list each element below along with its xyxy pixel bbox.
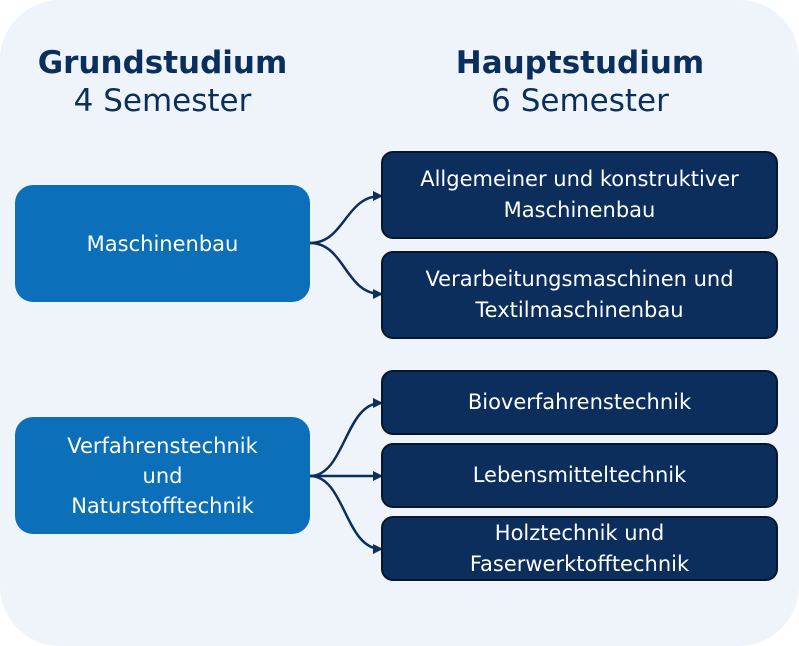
right-column-subheading: 6 Semester [491, 83, 669, 119]
left-column-title: Grundstudium 4 Semester [15, 44, 310, 120]
left-column-heading: Grundstudium [37, 45, 288, 81]
arrow-verfahrenstechnik-to-holztechnik [309, 474, 383, 554]
target-box-label: Holztechnik und Faserwerktofftechnik [469, 520, 690, 576]
target-box-lebensmitteltechnik: Lebensmitteltechnik [381, 443, 778, 508]
right-column-heading: Hauptstudium [455, 45, 705, 81]
target-box-label: Lebensmitteltechnik [472, 463, 687, 487]
target-box-label: Bioverfahrenstechnik [467, 390, 692, 414]
source-box-label: Maschinenbau [86, 231, 239, 256]
source-box-maschinenbau: Maschinenbau [15, 185, 310, 302]
target-box-label: Verarbeitungsmaschinen und Textilmaschin… [425, 267, 734, 322]
arrow-maschinenbau-to-verarbeitung [309, 241, 383, 299]
target-box-verarbeitungsmaschinen: Verarbeitungsmaschinen und Textilmaschin… [381, 251, 778, 339]
source-box-verfahrenstechnik: Verfahrenstechnik und Naturstofftechnik [15, 417, 310, 534]
source-box-label: Verfahrenstechnik und Naturstofftechnik [67, 433, 258, 518]
right-column-title: Hauptstudium 6 Semester [380, 44, 780, 120]
arrow-maschinenbau-to-allgemeiner [309, 191, 383, 245]
target-box-label: Allgemeiner und konstruktiver Maschinenb… [420, 167, 739, 222]
target-box-allgemeiner-maschinenbau: Allgemeiner und konstruktiver Maschinenb… [381, 151, 778, 239]
target-box-holztechnik: Holztechnik und Faserwerktofftechnik [381, 516, 778, 581]
target-box-bioverfahrenstechnik: Bioverfahrenstechnik [381, 370, 778, 435]
left-column-subheading: 4 Semester [73, 83, 252, 119]
arrow-verfahrenstechnik-to-bioverfahren [309, 398, 383, 478]
